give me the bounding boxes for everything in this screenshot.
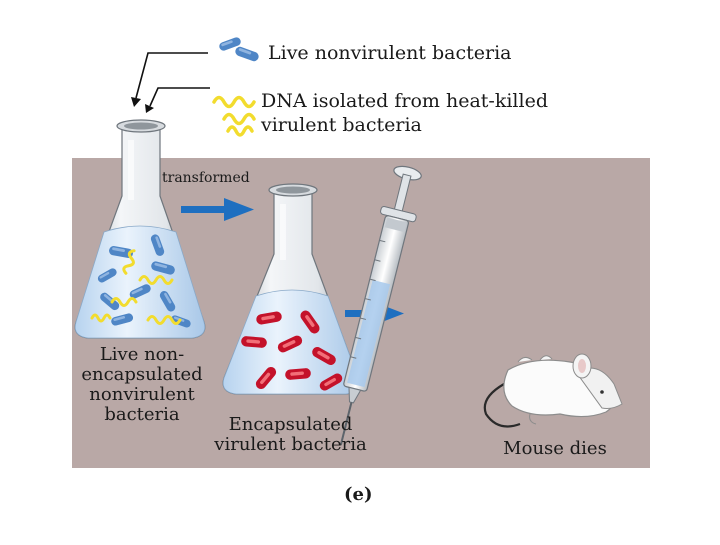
bacteria-icon xyxy=(218,36,260,63)
flask1-dna xyxy=(90,249,182,325)
flask1-caption-line: Live non- xyxy=(99,344,185,365)
pointer-arrowhead xyxy=(131,97,141,107)
flask2-caption-line: Encapsulated xyxy=(228,414,353,435)
flask-icon xyxy=(74,119,206,339)
panel-label: (e) xyxy=(344,484,373,505)
arrow-icon xyxy=(181,198,254,221)
dna-strand-icon xyxy=(212,95,256,137)
flask2-caption: Encapsulated virulent bacteria xyxy=(198,415,383,455)
flask1-caption-line: bacteria xyxy=(104,404,180,425)
transformed-label: transformed xyxy=(162,170,250,186)
legend-live-nonvirulent: Live nonvirulent bacteria xyxy=(268,42,512,64)
flask1-caption: Live non- encapsulated nonvirulent bacte… xyxy=(72,345,212,425)
flask1-caption-line: nonvirulent xyxy=(89,384,195,405)
syringe-icon xyxy=(339,165,422,446)
legend-dna-line2: virulent bacteria xyxy=(261,114,422,136)
flask1-caption-line: encapsulated xyxy=(81,364,203,385)
mouse-caption: Mouse dies xyxy=(503,438,607,459)
pointer-arrowhead xyxy=(145,104,154,113)
mouse-icon xyxy=(483,353,623,428)
legend-dna-line1: DNA isolated from heat-killed xyxy=(261,90,548,112)
flask2-caption-line: virulent bacteria xyxy=(214,434,367,455)
legend-pointer-lines xyxy=(135,52,210,107)
